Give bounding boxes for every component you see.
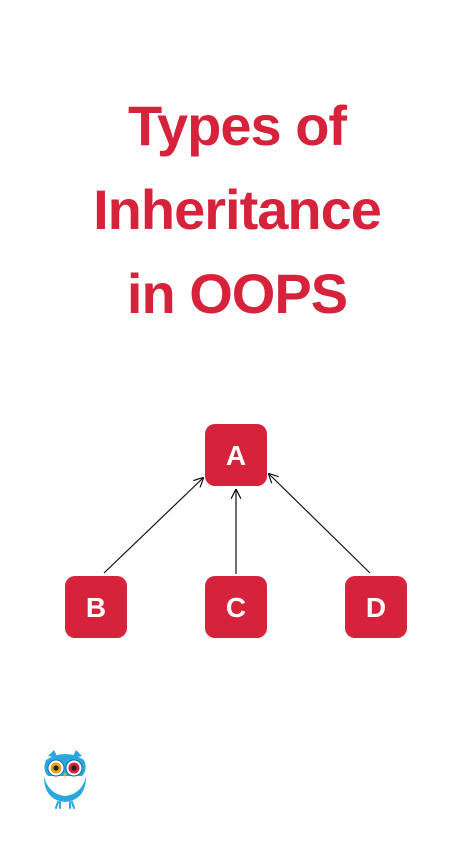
node-b-box: [65, 576, 127, 638]
node-a-box: [205, 424, 267, 486]
node-d: D: [345, 576, 407, 638]
node-d-label: D: [366, 592, 386, 623]
node-c-box: [205, 576, 267, 638]
title-line-3: in OOPS: [126, 262, 348, 325]
node-a: A: [205, 424, 267, 486]
edge-b-to-a: [103, 478, 203, 574]
owl-icon: [44, 750, 86, 809]
node-b-label: B: [86, 592, 106, 623]
node-a-label: A: [226, 440, 246, 471]
node-d-box: [345, 576, 407, 638]
node-b: B: [65, 576, 127, 638]
node-c-label: C: [226, 592, 246, 623]
page-title: Types of Inheritance in OOPS: [0, 84, 474, 336]
node-c: C: [205, 576, 267, 638]
title-line-2: Inheritance: [93, 178, 382, 241]
title-line-1: Types of: [127, 94, 347, 157]
edge-d-to-a: [269, 474, 371, 574]
